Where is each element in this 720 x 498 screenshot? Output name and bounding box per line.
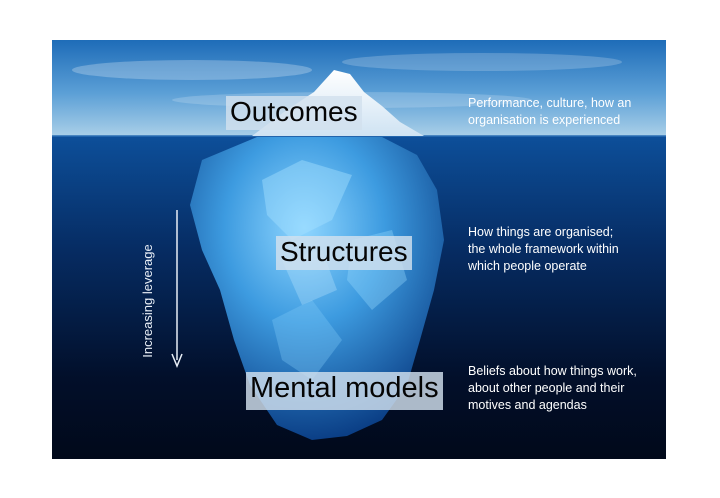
structures-description-line: How things are organised; <box>468 224 619 241</box>
structures-description: How things are organised; the whole fram… <box>468 224 619 275</box>
iceberg-image: Outcomes Structures Mental models Perfor… <box>52 40 666 459</box>
outcomes-description-line: organisation is experienced <box>468 112 631 129</box>
layer-label-outcomes: Outcomes <box>226 96 362 130</box>
structures-description-line: which people operate <box>468 258 619 275</box>
structures-description-line: the whole framework within <box>468 241 619 258</box>
outcomes-description-line: Performance, culture, how an <box>468 95 631 112</box>
layer-label-mental-models: Mental models <box>246 372 443 410</box>
mental-models-description-line: motives and agendas <box>468 397 637 414</box>
mental-models-description-line: about other people and their <box>468 380 637 397</box>
outcomes-description: Performance, culture, how an organisatio… <box>468 95 631 129</box>
mental-models-description: Beliefs about how things work, about oth… <box>468 363 637 414</box>
leverage-label: Increasing leverage <box>140 221 156 381</box>
mental-models-description-line: Beliefs about how things work, <box>468 363 637 380</box>
leverage-arrow-icon <box>170 210 184 370</box>
layer-label-structures: Structures <box>276 236 412 270</box>
